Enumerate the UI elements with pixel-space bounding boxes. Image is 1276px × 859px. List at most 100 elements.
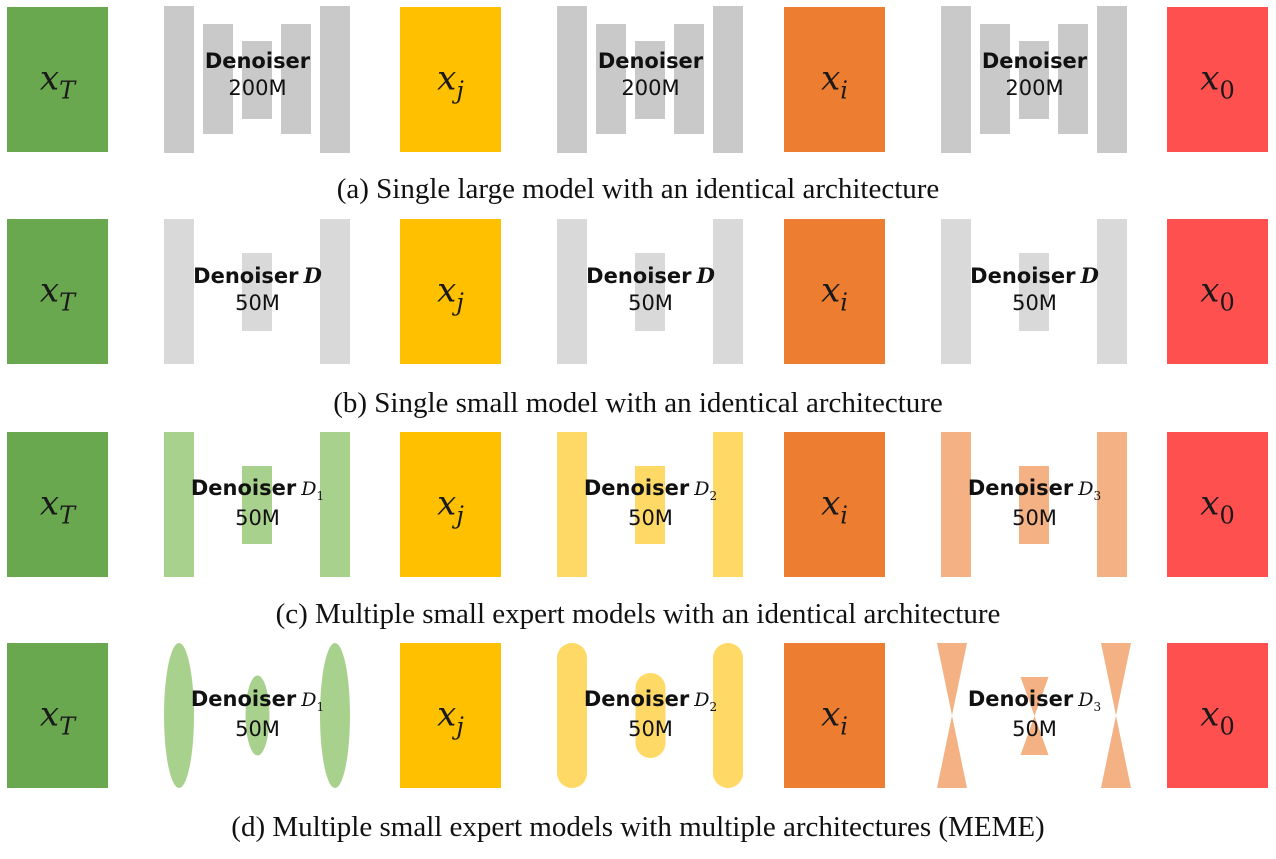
- denoiser-2-2-outer-right: [1097, 432, 1127, 577]
- state-label-x0-0: x0: [1200, 59, 1234, 105]
- denoiser-1-1-label: Denoiser D 50M: [547, 265, 754, 314]
- denoiser-2-1-symbol: D2: [694, 478, 718, 503]
- denoiser-1-0-param-count: 50M: [235, 291, 280, 315]
- denoiser-1-1-symbol: D: [696, 263, 715, 288]
- denoiser-3-2-outer-right-bottom: [1101, 715, 1131, 788]
- denoiser-1-0-outer-right: [320, 219, 350, 364]
- denoiser-3-0-param-count: 50M: [235, 716, 280, 741]
- denoiser-1-2-symbol: D: [1080, 263, 1099, 288]
- denoiser-0-1-outer-left: [557, 6, 587, 153]
- state-label-xi-1: xi: [821, 271, 848, 317]
- denoiser-0-0-label: Denoiser 200M: [154, 51, 361, 99]
- denoiser-1-2-param-count: 50M: [1012, 291, 1057, 315]
- denoiser-1-0-bottleneck: [242, 253, 272, 331]
- denoiser-2-2-name: Denoiser: [967, 476, 1074, 500]
- denoiser-0-2-mid-right: [1058, 24, 1088, 134]
- denoiser-0-1-mid-left: [596, 24, 626, 134]
- state-box-xj-3: [400, 643, 501, 788]
- caption-row-3: (d) Multiple small expert models with mu…: [231, 811, 1045, 843]
- denoiser-3-2-outer-left-bottom: [937, 715, 967, 788]
- state-box-xT-1: [7, 219, 108, 364]
- denoiser-2-2-symbol: D3: [1078, 478, 1102, 503]
- denoiser-0-0-name: Denoiser: [204, 49, 311, 73]
- state-box-xT-2: [7, 432, 108, 577]
- denoiser-2-1-bottleneck: [635, 466, 665, 544]
- denoiser-0-1-outer-right: [713, 6, 743, 153]
- state-label-xj-2: xj: [437, 484, 464, 530]
- denoiser-0-1-param-count: 200M: [621, 76, 680, 100]
- denoiser-3-0-outer-right: [320, 643, 350, 788]
- state-label-xj-1: xj: [437, 271, 464, 317]
- state-box-xj-0: [400, 7, 501, 152]
- denoiser-2-2-outer-left: [941, 432, 971, 577]
- denoiser-2-2-label: Denoiser D3 50M: [931, 478, 1138, 529]
- denoiser-3-1-symbol: D2: [694, 689, 718, 714]
- denoiser-3-1-param-count: 50M: [628, 716, 673, 741]
- caption-row-2: (c) Multiple small expert models with an…: [275, 598, 1001, 630]
- denoiser-0-0-param-count: 200M: [228, 76, 287, 100]
- denoiser-2-1-outer-left: [557, 432, 587, 577]
- state-label-xT-0: xT: [40, 59, 77, 105]
- denoiser-0-0-mid-left: [203, 24, 233, 134]
- denoiser-3-0-bottleneck: [245, 675, 270, 756]
- denoiser-3-2-param-count: 50M: [1012, 716, 1057, 741]
- denoiser-0-0-mid-right: [281, 24, 311, 134]
- denoiser-3-0-outer-left: [164, 643, 194, 788]
- state-box-x0-2: [1167, 432, 1268, 577]
- denoiser-1-1-bottleneck: [635, 253, 665, 331]
- denoiser-2-2-param-count: 50M: [1012, 505, 1057, 530]
- state-box-xT-3: [7, 643, 108, 788]
- state-label-x0-3: x0: [1200, 695, 1234, 741]
- denoiser-1-2-outer-right: [1097, 219, 1127, 364]
- denoiser-1-1-name: Denoiser: [586, 264, 692, 288]
- denoiser-0-1-mid-right: [674, 24, 704, 134]
- state-label-xj-0: xj: [437, 59, 464, 105]
- denoiser-0-2-param-count: 200M: [1005, 76, 1064, 100]
- state-label-xi-3: xi: [821, 695, 848, 741]
- denoiser-1-1-outer-right: [713, 219, 743, 364]
- state-label-xT-1: xT: [40, 271, 77, 317]
- denoiser-0-2-label: Denoiser 200M: [931, 51, 1138, 99]
- state-label-xj-3: xj: [437, 695, 464, 741]
- denoiser-2-2-bottleneck: [1019, 466, 1049, 544]
- denoiser-1-1-param-count: 50M: [628, 291, 673, 315]
- denoiser-0-2-outer-right: [1097, 6, 1127, 153]
- state-box-x0-0: [1167, 7, 1268, 152]
- caption-row-0: (a) Single large model with an identical…: [336, 173, 940, 205]
- state-label-x0-2: x0: [1200, 484, 1234, 530]
- denoiser-0-2-outer-left: [941, 6, 971, 153]
- denoiser-0-0-outer-left: [164, 6, 194, 153]
- state-label-xi-0: xi: [821, 59, 848, 105]
- denoiser-1-0-label: Denoiser D 50M: [154, 265, 361, 314]
- denoiser-1-0-name: Denoiser: [193, 264, 299, 288]
- state-box-xi-3: [784, 643, 885, 788]
- state-box-x0-3: [1167, 643, 1268, 788]
- denoiser-1-0-outer-left: [164, 219, 194, 364]
- denoiser-3-1-outer-right: [713, 643, 743, 788]
- caption-row-1: (b) Single small model with an identical…: [333, 387, 943, 419]
- denoiser-3-2-outer-left-top: [937, 643, 967, 716]
- denoiser-0-2-mid-left: [980, 24, 1010, 134]
- denoiser-1-2-bottleneck: [1019, 253, 1049, 331]
- denoiser-2-1-name: Denoiser: [583, 476, 690, 500]
- denoiser-2-0-outer-right: [320, 432, 350, 577]
- denoiser-2-0-symbol: D1: [301, 478, 325, 503]
- state-label-xT-3: xT: [40, 695, 77, 741]
- state-box-xj-2: [400, 432, 501, 577]
- denoiser-3-2-bottleneck-top: [1020, 677, 1049, 716]
- denoiser-0-0-bottleneck: [242, 41, 272, 119]
- denoiser-1-2-outer-left: [941, 219, 971, 364]
- denoiser-0-1-bottleneck: [635, 41, 665, 119]
- denoiser-1-0-symbol: D: [303, 263, 322, 288]
- denoiser-3-1-outer-left: [557, 643, 587, 788]
- denoiser-3-0-symbol: D1: [301, 689, 325, 714]
- denoiser-0-2-name: Denoiser: [981, 49, 1088, 73]
